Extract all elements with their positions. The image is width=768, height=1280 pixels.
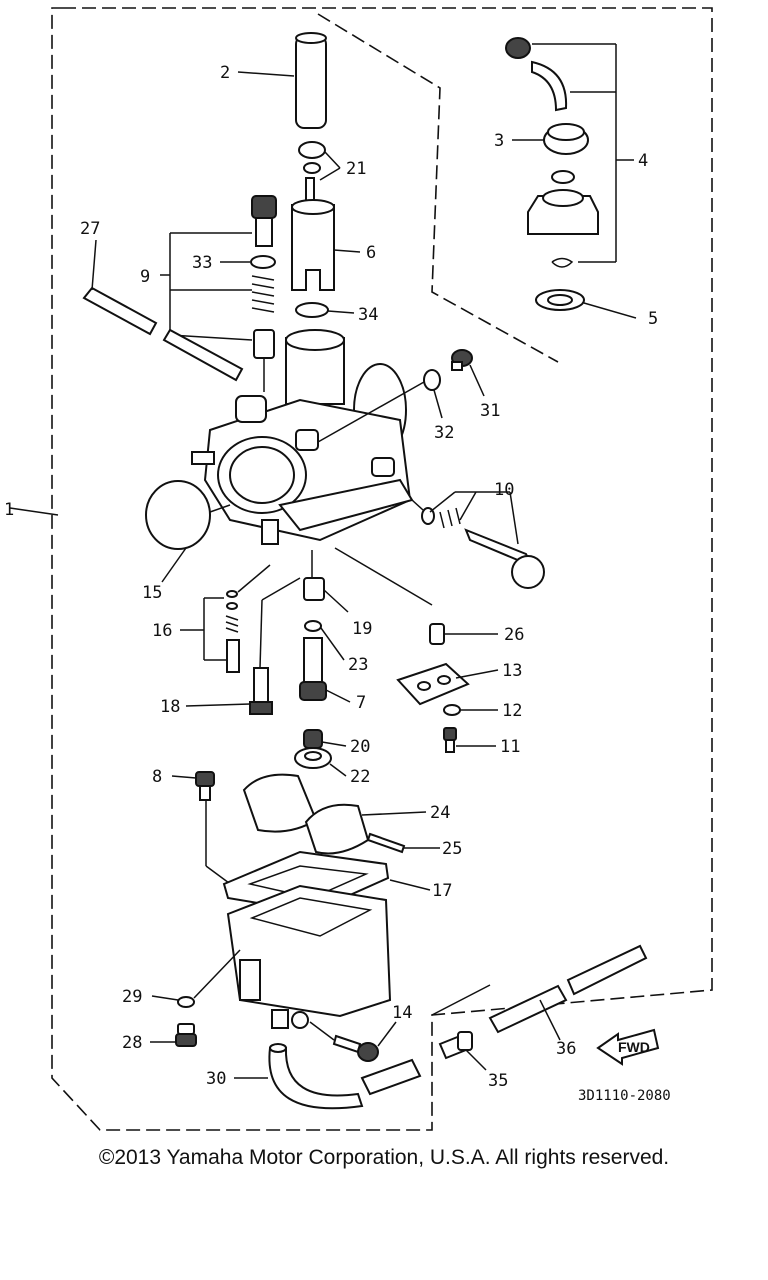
part-21-clip bbox=[298, 141, 341, 181]
callout-15: 15 bbox=[142, 583, 162, 603]
callout-5: 5 bbox=[648, 309, 658, 329]
callout-3: 3 bbox=[494, 131, 504, 151]
callout-17: 17 bbox=[432, 881, 452, 901]
part-16-set bbox=[180, 564, 271, 673]
part-24-float bbox=[242, 773, 427, 855]
callout-29: 29 bbox=[122, 987, 142, 1007]
part-9-screw-set bbox=[160, 195, 277, 392]
callout-6: 6 bbox=[366, 243, 376, 263]
callout-32: 32 bbox=[434, 423, 454, 443]
part-14-screw bbox=[309, 1021, 397, 1062]
cap-assembly bbox=[505, 37, 637, 319]
callout-4: 4 bbox=[638, 151, 648, 171]
fwd-label: FWD bbox=[618, 1039, 650, 1055]
part-13-gasket bbox=[396, 662, 499, 706]
callout-11: 11 bbox=[500, 737, 520, 757]
part-12-washer bbox=[443, 704, 498, 716]
part-6-throttle-valve bbox=[291, 177, 361, 291]
part-10-stop-screw bbox=[334, 491, 545, 606]
fwd-arrow: FWD bbox=[596, 1028, 660, 1066]
carburetor-exploded-diagram: FWD 1 2 3 4 5 6 7 8 9 10 11 12 13 14 15 … bbox=[4, 7, 713, 1131]
callout-19: 19 bbox=[352, 619, 372, 639]
callout-34: 34 bbox=[358, 305, 378, 325]
callout-18: 18 bbox=[160, 697, 180, 717]
cap-group-boundary bbox=[317, 13, 559, 363]
part-36-hose bbox=[431, 944, 648, 1041]
callout-24: 24 bbox=[430, 803, 450, 823]
drawing-code: 3D1110-2080 bbox=[578, 1088, 671, 1104]
callout-31: 31 bbox=[480, 401, 500, 421]
part-11-screw bbox=[443, 727, 496, 753]
float-bowl bbox=[226, 884, 392, 1029]
part-34-washer bbox=[295, 302, 355, 318]
callout-10: 10 bbox=[494, 480, 514, 500]
callout-16: 16 bbox=[152, 621, 172, 641]
part-27-hose bbox=[82, 239, 244, 382]
part-7-needle-jet bbox=[299, 637, 351, 703]
callout-12: 12 bbox=[502, 701, 522, 721]
callout-28: 28 bbox=[122, 1033, 142, 1053]
part-23-ring bbox=[304, 620, 345, 661]
part-31-screw bbox=[451, 349, 485, 397]
callout-9: 9 bbox=[140, 267, 150, 287]
part-17-gasket bbox=[222, 850, 431, 914]
callout-2: 2 bbox=[220, 63, 230, 83]
assembly-boundary bbox=[51, 7, 713, 1131]
callout-26: 26 bbox=[504, 625, 524, 645]
callout-25: 25 bbox=[442, 839, 462, 859]
part-20-main-jet bbox=[303, 729, 347, 749]
callout-23: 23 bbox=[348, 655, 368, 675]
part-32-washer bbox=[317, 369, 443, 443]
part-22-washer bbox=[294, 747, 347, 777]
callout-20: 20 bbox=[350, 737, 370, 757]
part-30-hose bbox=[234, 1043, 364, 1110]
part-35-fitting bbox=[360, 1031, 487, 1096]
callout-13: 13 bbox=[502, 661, 522, 681]
part-2-tube bbox=[237, 32, 327, 129]
callout-30: 30 bbox=[206, 1069, 226, 1089]
part-26-valve bbox=[429, 623, 498, 645]
callout-35: 35 bbox=[488, 1071, 508, 1091]
callout-8: 8 bbox=[152, 767, 162, 787]
part-29-washer bbox=[151, 949, 241, 1008]
carburetor-body bbox=[191, 329, 414, 545]
part-15-gasket bbox=[145, 480, 231, 583]
part-19-holder bbox=[303, 550, 349, 613]
callout-27: 27 bbox=[80, 219, 100, 239]
copyright-notice: ©2013 Yamaha Motor Corporation, U.S.A. A… bbox=[98, 1146, 670, 1169]
callout-21: 21 bbox=[346, 159, 366, 179]
callout-14: 14 bbox=[392, 1003, 412, 1023]
callout-1: 1 bbox=[4, 500, 14, 520]
part-18-jet bbox=[185, 577, 301, 715]
callout-33: 33 bbox=[192, 253, 212, 273]
callout-22: 22 bbox=[350, 767, 370, 787]
part-28-screw bbox=[150, 1023, 197, 1047]
part-25-pin bbox=[366, 832, 440, 854]
callout-36: 36 bbox=[556, 1039, 576, 1059]
callout-7: 7 bbox=[356, 693, 366, 713]
